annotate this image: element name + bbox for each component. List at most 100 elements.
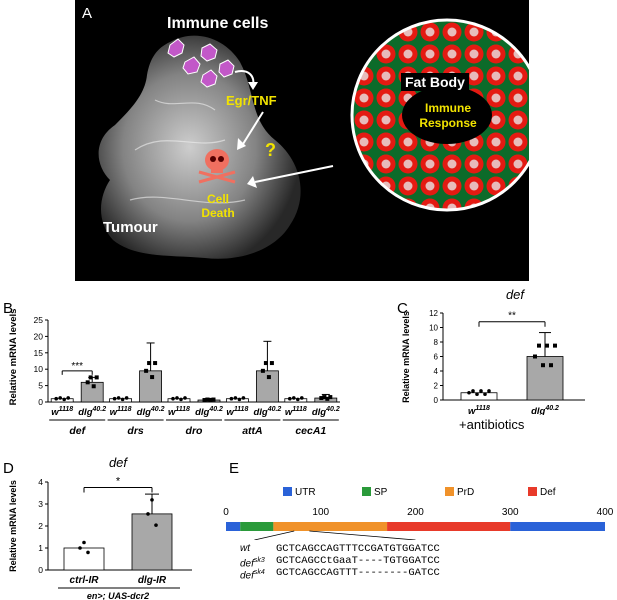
region-utr [226, 522, 241, 531]
bar-d-dlg-IR [131, 513, 173, 571]
data-point-b [175, 396, 179, 400]
data-point-c [475, 392, 479, 396]
y-tick-label-c: 4 [434, 367, 439, 376]
region-utr [510, 522, 605, 531]
genotype-label-b: dlg40.2 [78, 406, 106, 418]
panel-label-b: B [3, 300, 14, 317]
data-point-b [183, 396, 187, 400]
arrow-to-cell-death [242, 111, 264, 145]
data-point-b [144, 368, 149, 373]
data-point-c [541, 363, 545, 368]
genotype-label-d: ctrl-IR [70, 575, 100, 586]
data-point-b [211, 397, 216, 402]
y-tick-label-c: 2 [434, 382, 439, 391]
question-mark: ? [265, 140, 276, 160]
y-tick-label-d: 2 [38, 521, 43, 531]
data-point-b [147, 361, 152, 366]
egr-tnf-label: Egr/TNF [226, 93, 277, 108]
data-point-c [479, 389, 483, 393]
bar-b-def-w1118 [50, 398, 74, 403]
data-point-c [467, 390, 471, 395]
data-point-b [150, 375, 155, 380]
genotype-label-c: dlg40.2 [531, 405, 559, 415]
data-point-d [86, 550, 90, 555]
panel-a-artwork [98, 18, 544, 259]
data-point-d [150, 498, 154, 502]
sequence-label-sup: sk4 [253, 569, 265, 576]
data-point-c [537, 343, 541, 348]
y-tick-label-c: 0 [434, 396, 439, 405]
data-point-b [202, 398, 207, 403]
data-point-d [78, 546, 82, 550]
y-tick-label-d: 4 [38, 477, 43, 487]
sequence-text: GCTCAGCCAGTTT--------GATCC [276, 567, 440, 579]
data-point-b [112, 396, 117, 401]
data-point-b [241, 396, 246, 400]
axis-tick-label-e: 0 [223, 507, 229, 518]
genotype-label-d: dlg-IR [138, 575, 167, 586]
gene-label-b: attA [242, 425, 262, 437]
immune-cells-icon [167, 38, 235, 88]
bar-d-ctrl-IR [63, 547, 105, 571]
data-point-b [260, 368, 265, 373]
y-axis-label-d: Relative mRNA levels [8, 480, 18, 572]
data-point-c [533, 354, 537, 359]
y-tick-label-c: 6 [434, 353, 439, 362]
sequence-row: defsk4 GCTCAGCCAGTTT--------GATCC [240, 567, 440, 582]
panel-a-schematic: A Immune cells Egr/TNF ? Fat Body Immune… [75, 0, 544, 281]
legend-label-utr: UTR [295, 487, 316, 498]
bar-b-attA-w1118 [225, 398, 249, 403]
bar-b-dro-w1118 [167, 398, 191, 403]
axis-tick-label-e: 200 [407, 507, 424, 518]
data-point-b [229, 396, 234, 401]
data-point-c [471, 389, 475, 393]
data-point-b [120, 397, 125, 402]
legend-swatch-sp [362, 487, 371, 496]
fat-body-label: Fat Body [401, 73, 469, 91]
data-point-b [322, 395, 327, 400]
driver-label-d: en>; UAS-dcr2 [87, 591, 149, 600]
data-point-b [91, 384, 96, 389]
data-point-c [549, 363, 553, 368]
data-point-b [88, 375, 93, 380]
significance-stars-d: * [116, 476, 121, 488]
legend-swatch-prd [445, 487, 454, 496]
y-tick-label-b: 5 [38, 381, 43, 391]
data-point-b [266, 375, 271, 380]
genotype-label-b: w1118 [168, 406, 190, 418]
sequence-label: defsk4 [240, 569, 265, 582]
region-sp [240, 522, 274, 531]
data-point-b [233, 396, 238, 400]
data-point-b [325, 396, 330, 401]
legend-label-def: Def [540, 487, 556, 498]
y-tick-label-c: 10 [429, 324, 438, 333]
significance-stars-c: ** [508, 311, 516, 322]
y-tick-label-b: 10 [34, 364, 44, 374]
genotype-label-b: dlg40.2 [195, 406, 223, 418]
sequence-label: defsk3 [240, 557, 265, 570]
sequence-label-sup: sk3 [253, 557, 265, 564]
panel-a-letter: A [82, 5, 93, 22]
immune-cells-label: Immune cells [167, 15, 269, 32]
data-point-b [62, 397, 66, 402]
data-point-b [300, 396, 304, 400]
legend-label-prd: PrD [457, 487, 474, 498]
genotype-label-b: w1118 [226, 406, 248, 418]
y-axis-label-b: Relative mRNA levels [8, 309, 19, 406]
sequence-text: GCTCAGCCAGTTTCCGATGTGGATCC [276, 543, 440, 555]
zoom-line-e [309, 530, 416, 540]
data-point-b [269, 361, 274, 366]
y-tick-label-d: 3 [38, 499, 43, 509]
data-point-b [263, 361, 268, 366]
data-point-b [296, 397, 300, 402]
legend-swatch-def [528, 487, 537, 496]
gene-label-b: def [69, 425, 86, 437]
arrow-to-fat-body [254, 165, 334, 183]
antibiotics-label: +antibiotics [459, 417, 525, 432]
legend-swatch-utr [283, 487, 292, 496]
